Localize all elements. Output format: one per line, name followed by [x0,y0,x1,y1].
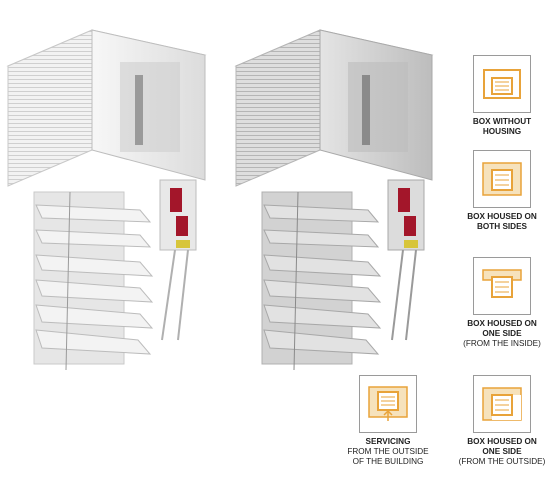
option-title: BOX HOUSED ON [467,319,537,328]
servicing-outside-icon [359,375,417,433]
option-title: ONE SIDE [482,447,522,456]
option-title: BOX HOUSED ON [467,212,537,221]
option-box-housed-both-sides: BOX HOUSED ON BOTH SIDES [447,150,555,232]
option-title: BOX HOUSED ON [467,437,537,446]
option-title: ONE SIDE [482,329,522,338]
box-housed-one-side-outside-icon [473,375,531,433]
option-note: FROM THE OUTSIDE [347,447,429,456]
option-box-housed-one-side-inside: BOX HOUSED ON ONE SIDE (FROM THE INSIDE) [447,257,555,349]
option-title: BOTH SIDES [476,222,528,231]
option-title: SERVICING [365,437,411,446]
blind-box-cutaway-right [234,29,434,371]
box-housed-one-side-inside-icon [473,257,531,315]
blind-box-cutaway-left [6,29,207,371]
option-box-without-housing: BOX WITHOUT HOUSING [447,55,555,137]
option-title: HOUSING [482,127,522,136]
option-note: (FROM THE INSIDE) [463,339,541,348]
option-title: BOX WITHOUT [472,117,532,126]
option-box-housed-one-side-outside: BOX HOUSED ON ONE SIDE (FROM THE OUTSIDE… [447,375,555,467]
box-housed-both-sides-icon [473,150,531,208]
box-without-housing-icon [473,55,531,113]
option-note: OF THE BUILDING [352,457,424,466]
option-servicing-outside: SERVICING FROM THE OUTSIDE OF THE BUILDI… [333,375,443,467]
option-note: (FROM THE OUTSIDE) [458,457,546,466]
